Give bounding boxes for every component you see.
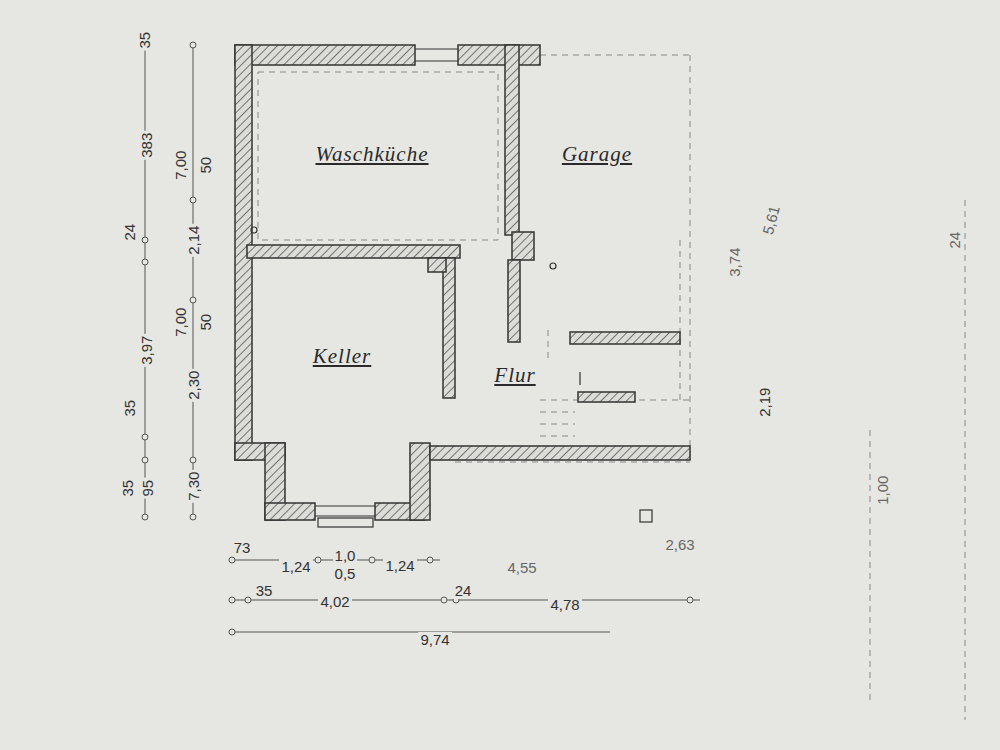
dimension-label: 4,78 xyxy=(548,597,581,614)
dimension-label: 2,14 xyxy=(187,223,204,256)
dimension-label: 2,63 xyxy=(663,537,696,554)
dimension-label: 2,19 xyxy=(758,385,775,418)
dimension-label: 2,30 xyxy=(187,368,204,401)
dimension-label: 95 xyxy=(140,478,157,499)
dimension-label: 1,24 xyxy=(383,558,416,575)
dimension-label: 3,74 xyxy=(728,245,745,278)
room-name: Keller xyxy=(312,344,373,369)
dimension-label: 50 xyxy=(198,312,215,333)
dimension-label: 3,97 xyxy=(140,333,157,366)
dimension-label: 0,5 xyxy=(333,566,358,583)
dimension-label: 383 xyxy=(140,130,157,159)
dimension-label: 9,74 xyxy=(418,632,451,649)
dimension-label: 1,0 xyxy=(333,548,358,565)
walls xyxy=(235,45,690,520)
dimension-label: 1,24 xyxy=(279,559,312,576)
dimension-label: 50 xyxy=(198,155,215,176)
room-label: Keller xyxy=(306,342,379,373)
room-name: Waschküche xyxy=(314,142,430,167)
dimension-label: 24 xyxy=(122,222,139,243)
dimension-label: 4,55 xyxy=(505,560,538,577)
dimension-label: 1,00 xyxy=(876,473,893,506)
dimension-label: 35 xyxy=(254,583,275,600)
windows xyxy=(251,49,652,527)
room-name: Garage xyxy=(561,142,634,167)
dimension-label: 7,30 xyxy=(187,469,204,502)
dimension-label: 24 xyxy=(947,230,964,251)
room-label: Garage xyxy=(555,140,640,171)
dimension-label: 5,61 xyxy=(760,202,785,238)
dimension-label: 35 xyxy=(122,398,139,419)
room-name: Flur xyxy=(493,363,537,388)
room-label: Waschküche xyxy=(308,140,436,171)
dimension-label: 7,00 xyxy=(174,305,191,338)
dimension-label: 35 xyxy=(137,30,154,51)
guide-lines xyxy=(258,55,965,720)
dimension-label: 35 xyxy=(120,478,137,499)
room-label: Flur xyxy=(487,361,543,392)
dimension-label: 7,00 xyxy=(174,148,191,181)
dimension-label: 73 xyxy=(232,540,253,557)
dimension-label: 24 xyxy=(453,583,474,600)
dimension-lines xyxy=(142,30,700,635)
dimension-label: 4,02 xyxy=(318,594,351,611)
